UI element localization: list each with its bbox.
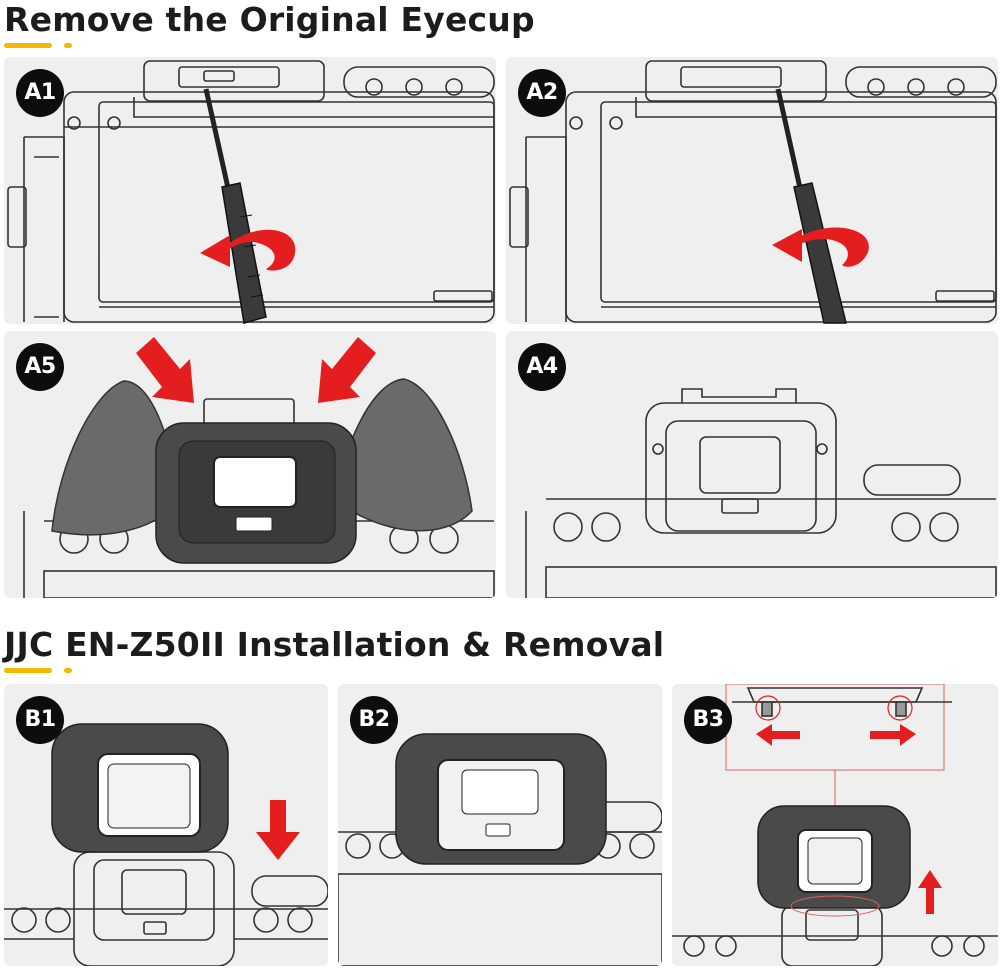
slide-arrow-icon [756, 724, 916, 746]
step-b3-panel: B3 [672, 684, 998, 966]
step-a4-panel: A4 [506, 331, 998, 598]
eyecup-installed-illustration [338, 733, 662, 966]
left-pry-tool-icon [51, 380, 180, 536]
step-badge-b3: B3 [684, 696, 732, 744]
up-arrow-icon [918, 870, 942, 914]
camera-screwdriver-illustration [7, 60, 495, 324]
step-badge-b1: B1 [16, 696, 64, 744]
step-badge-a1: A1 [16, 69, 64, 117]
eyecup-install-illustration [4, 723, 328, 966]
press-arrow-icon [136, 337, 376, 403]
down-arrow-icon [256, 800, 300, 860]
step-a2-panel: A2 [506, 57, 998, 324]
screwdriver-icon [775, 88, 847, 324]
eyecup-icon [757, 805, 911, 909]
section-b-heading: JJC EN-Z50II Installation & Removal [4, 625, 665, 664]
eyecup-icon [155, 422, 357, 564]
rotate-arrow-icon [200, 229, 296, 271]
step-b1-panel: B1 [4, 684, 328, 966]
section-a-heading: Remove the Original Eyecup [4, 0, 535, 39]
step-badge-b2: B2 [350, 696, 398, 744]
step-badge-a5: A5 [16, 343, 64, 391]
camera-pry-tools-illustration [23, 337, 495, 598]
step-a1-panel: A1 [4, 57, 496, 324]
screwdriver-icon [203, 88, 267, 324]
heading-a-underline [4, 43, 52, 48]
step-b2-panel: B2 [338, 684, 662, 966]
eyecup-icon [51, 723, 229, 853]
camera-screwdriver-illustration [509, 60, 997, 324]
eyecup-removal-illustration [672, 684, 998, 966]
step-a5-panel: A5 [4, 331, 496, 598]
right-pry-tool-icon [335, 378, 473, 532]
heading-b-underline-dot [64, 668, 72, 673]
camera-viewfinder-illustration [525, 388, 997, 598]
rotate-arrow-icon [772, 227, 869, 267]
step-badge-a4: A4 [518, 343, 566, 391]
eyecup-icon [395, 733, 607, 865]
step-badge-a2: A2 [518, 69, 566, 117]
heading-b-underline [4, 668, 52, 673]
heading-a-underline-dot [64, 43, 72, 48]
